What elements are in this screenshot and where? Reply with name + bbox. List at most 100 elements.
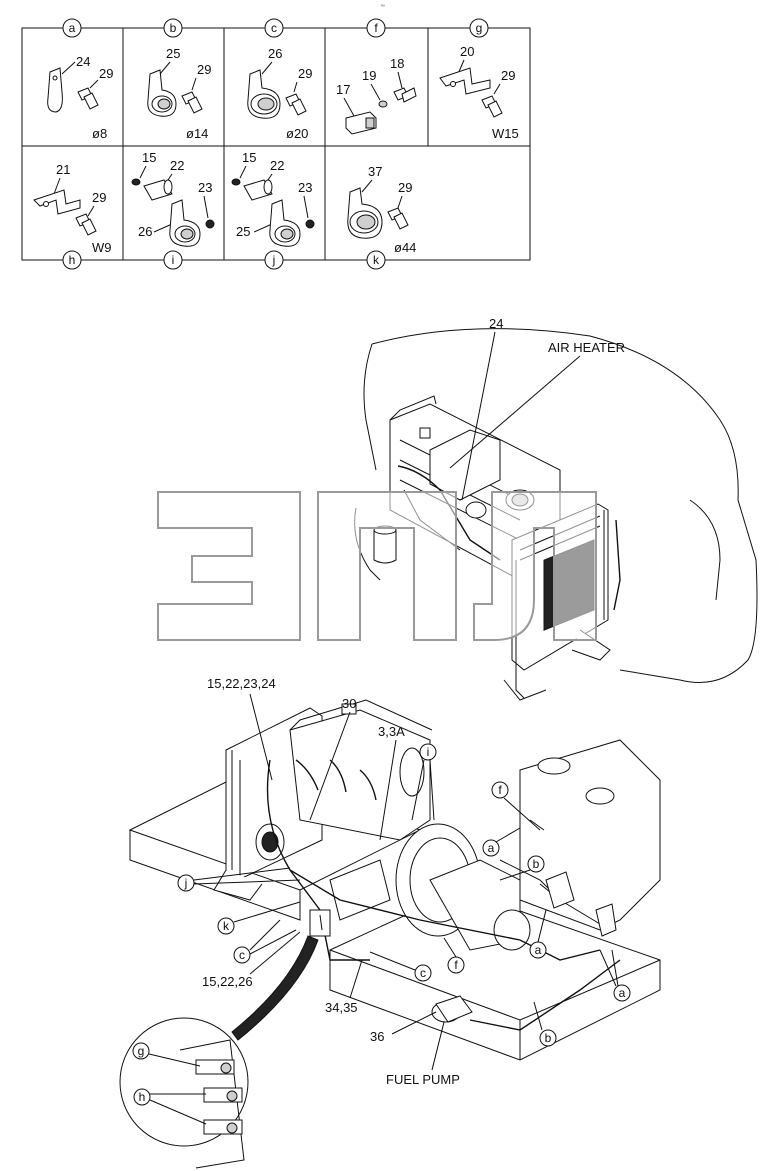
cell-c-letter: c — [264, 18, 284, 38]
svg-text:23: 23 — [298, 180, 312, 195]
bolt-icon — [75, 213, 97, 236]
svg-text:22: 22 — [170, 158, 184, 173]
fuel-pump-label: FUEL PUMP — [386, 1072, 460, 1087]
cell-a-parts: 24 29 ø8 — [47, 54, 113, 141]
callout-34-35: 34,35 — [325, 1000, 358, 1015]
watermark — [157, 491, 597, 641]
callout-36: 36 — [370, 1029, 384, 1044]
svg-text:k: k — [373, 253, 380, 267]
svg-text:23: 23 — [198, 180, 212, 195]
bolt-icon — [181, 91, 203, 114]
letter-a: a — [482, 827, 521, 857]
washer-icon — [378, 100, 388, 108]
letter-i: i — [411, 743, 437, 821]
svg-text:i: i — [427, 745, 430, 759]
svg-text:22: 22 — [270, 158, 284, 173]
detail-arrow — [231, 935, 319, 1041]
svg-text:h: h — [69, 253, 76, 267]
air-heater-label: AIR HEATER — [548, 340, 625, 355]
svg-text:f: f — [454, 958, 458, 972]
washer-icon — [131, 178, 141, 186]
svg-text:W9: W9 — [92, 240, 112, 255]
nut-icon — [305, 219, 315, 229]
bolt-icon — [285, 93, 307, 116]
svg-text:i: i — [172, 253, 175, 267]
svg-text:15: 15 — [142, 150, 156, 165]
svg-text:29: 29 — [99, 66, 113, 81]
bolt-icon — [77, 87, 99, 110]
plate-icon — [33, 189, 81, 215]
svg-text:a: a — [535, 943, 542, 957]
svg-text:g: g — [138, 1044, 145, 1058]
callout-24: 24 — [489, 316, 503, 331]
letter-k: k — [217, 901, 301, 935]
cell-k-letter: k — [366, 250, 386, 270]
svg-text:j: j — [184, 876, 188, 890]
cell-f-parts: 17 19 18 — [336, 56, 417, 135]
svg-text:ø14: ø14 — [186, 126, 208, 141]
letter-j: j — [177, 867, 301, 892]
bolt-icon — [387, 207, 409, 230]
callout-15-22-26: 15,22,26 — [202, 974, 253, 989]
svg-text:29: 29 — [398, 180, 412, 195]
callout-15-22-23-24: 15,22,23,24 — [207, 676, 276, 691]
cell-i-parts: 15 22 23 26 — [131, 150, 215, 247]
letter-b: b — [499, 855, 545, 881]
svg-text:21: 21 — [56, 162, 70, 177]
header-mark: ™ — [380, 4, 385, 10]
svg-text:29: 29 — [197, 62, 211, 77]
detail-letter-g: g — [132, 1042, 201, 1067]
nut-icon — [205, 219, 215, 229]
cell-i-letter: i — [163, 250, 183, 270]
cell-j-letter: j — [264, 250, 284, 270]
clamp-icon — [47, 67, 63, 113]
svg-text:26: 26 — [268, 46, 282, 61]
svg-text:26: 26 — [138, 224, 152, 239]
svg-text:37: 37 — [368, 164, 382, 179]
cell-j-parts: 15 22 23 25 — [231, 150, 315, 247]
svg-text:29: 29 — [501, 68, 515, 83]
callout-3-3a: 3,3A — [378, 724, 405, 739]
letter-c-left: c — [233, 919, 297, 964]
parts-table: a b c f g h i j — [21, 18, 531, 270]
svg-text:25: 25 — [236, 224, 250, 239]
svg-text:18: 18 — [390, 56, 404, 71]
svg-text:ø8: ø8 — [92, 126, 107, 141]
cell-f-letter: f — [366, 18, 386, 38]
cell-c-parts: 26 29 ø20 — [247, 46, 312, 141]
svg-text:f: f — [498, 783, 502, 797]
letter-c-right: c — [369, 951, 432, 982]
cell-h-parts: 21 29 W9 — [33, 162, 112, 255]
bolt-icon — [481, 95, 503, 118]
letter-f-lower: f — [443, 937, 465, 974]
svg-text:j: j — [272, 253, 276, 267]
letter-a-mid: a — [529, 909, 547, 959]
svg-text:29: 29 — [92, 190, 106, 205]
letter-f: f — [491, 781, 541, 831]
letter-a-lower: b — [533, 1001, 557, 1047]
detail-view: g h — [119, 935, 319, 1169]
svg-text:ø20: ø20 — [286, 126, 308, 141]
filter-icon — [373, 529, 397, 564]
bolt-icon — [393, 87, 417, 103]
svg-text:b: b — [533, 857, 540, 871]
svg-text:17: 17 — [336, 82, 350, 97]
svg-text:f: f — [374, 21, 378, 35]
cell-b-parts: 25 29 ø14 — [147, 46, 211, 141]
washer-icon — [231, 178, 241, 186]
wire-harness — [266, 759, 601, 961]
svg-text:29: 29 — [298, 66, 312, 81]
svg-text:b: b — [170, 21, 177, 35]
svg-text:a: a — [488, 841, 495, 855]
letter-b-lower: a — [599, 949, 631, 1002]
cell-k-parts: 37 29 ø44 — [347, 164, 416, 255]
detail-letter-h: h — [133, 1088, 207, 1125]
svg-text:25: 25 — [166, 46, 180, 61]
svg-text:W15: W15 — [492, 126, 519, 141]
lower-engine-view: 15,22,23,24 30 3,3A 15,22,26 34,35 36 FU… — [128, 676, 661, 1087]
svg-text:20: 20 — [460, 44, 474, 59]
svg-text:a: a — [69, 21, 76, 35]
svg-text:h: h — [139, 1090, 146, 1104]
fuel-pump — [431, 995, 473, 1023]
